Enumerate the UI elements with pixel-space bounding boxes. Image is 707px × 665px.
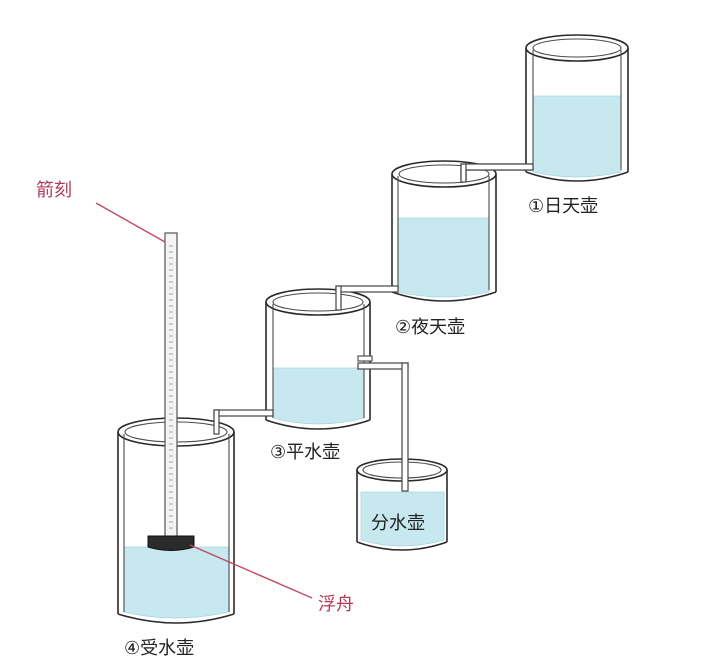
arrow-rod-label: 箭刻 [36,180,72,201]
float-boat [147,535,195,551]
vessel-level-label: ③平水壶 [270,442,340,463]
pipe-level-to-receive [213,409,274,435]
vessel-level-water [272,367,365,425]
vessel-day-label: ①日天壶 [528,196,598,217]
vessel-split [356,458,448,551]
arrow-rod [164,232,178,540]
vessel-split-water [360,491,445,547]
arrow-rod-pointer [95,202,166,243]
vessel-night [391,160,497,302]
pipe-night-to-level [335,285,399,311]
float-label: 浮舟 [318,594,354,615]
vessel-day-water [532,95,622,178]
vessel-level [265,288,371,430]
float-pointer [189,544,313,599]
vessel-day [525,34,629,182]
pipe-level-to-split [357,355,409,492]
vessel-receive-water [123,546,230,619]
arrow-rod-scale [169,245,173,529]
pipe-day-to-night [460,163,534,183]
vessel-receive-label: ④受水壶 [124,638,194,659]
vessel-split-label: 分水壶 [371,513,425,534]
vessel-night-label: ②夜天壶 [395,317,465,338]
vessel-night-water [397,217,490,298]
